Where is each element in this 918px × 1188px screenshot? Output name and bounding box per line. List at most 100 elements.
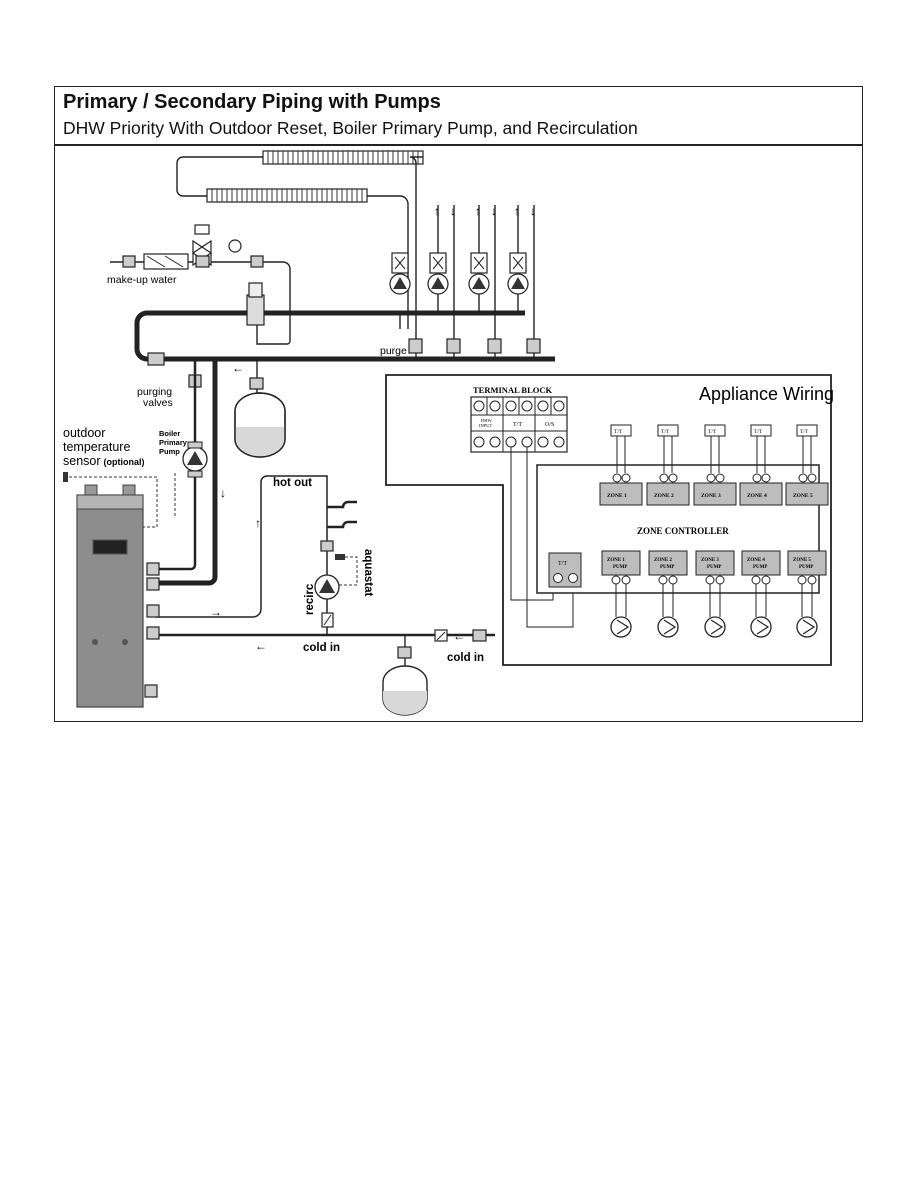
zone-controller-label: ZONE CONTROLLER bbox=[637, 526, 729, 536]
purge-valve-2 bbox=[446, 338, 461, 354]
boiler-return-pipe bbox=[155, 359, 197, 571]
boiler-unit bbox=[76, 484, 144, 708]
zone-pump-terminal-4-label-2: PUMP bbox=[753, 565, 767, 570]
zone-4-return-arrow: ↓ bbox=[530, 204, 536, 218]
boiler-screw-left bbox=[92, 639, 98, 645]
pressure-gauge bbox=[228, 239, 242, 253]
cold-in-label-left: cold in bbox=[303, 642, 340, 654]
zone-pump-terminal-1-label-1: ZONE 1 bbox=[607, 558, 625, 563]
zone-pump-2-triangle bbox=[431, 277, 445, 289]
zone-pump-4-screw-1 bbox=[751, 575, 761, 585]
thermostat-5 bbox=[796, 424, 818, 437]
zone-pump-terminal-2-label-2: PUMP bbox=[660, 565, 674, 570]
fixture-2 bbox=[327, 520, 357, 529]
zone-2-screw-2 bbox=[668, 473, 678, 483]
zone-5-screw-1 bbox=[798, 473, 808, 483]
diagram-frame: Primary / Secondary Piping with Pumps DH… bbox=[54, 86, 863, 722]
controller-tt-box bbox=[548, 552, 582, 588]
zone-4-screw-1 bbox=[752, 473, 762, 483]
outdoor-sensor bbox=[63, 472, 68, 482]
header-loop bbox=[134, 310, 148, 362]
radiator-lower-fins bbox=[211, 189, 363, 202]
controller-tt-screw-1 bbox=[553, 573, 563, 583]
zone-2-screw-1 bbox=[659, 473, 669, 483]
tb-dhw-input-label-1: DHW bbox=[481, 418, 492, 423]
zone-2-terminal bbox=[646, 482, 690, 506]
tb-tt-label: T/T bbox=[513, 422, 522, 428]
boiler-vent-left bbox=[84, 484, 98, 496]
zone-pump-4-valve-x bbox=[512, 256, 524, 270]
thermostat-3-label: T/T bbox=[708, 429, 717, 435]
zone-pump-4 bbox=[507, 252, 529, 295]
zone-pump-1 bbox=[389, 252, 411, 295]
cold-in-arrow: ← bbox=[453, 629, 465, 643]
thermostat-2-wires bbox=[663, 436, 673, 473]
thermostat-2 bbox=[657, 424, 679, 437]
backflow-symbol bbox=[146, 255, 184, 268]
zone-pump-3-screw-2 bbox=[715, 575, 725, 585]
boiler-primary-pump bbox=[182, 441, 208, 478]
radiator-upper-fins bbox=[267, 151, 419, 164]
zone-pump-2-wires bbox=[662, 584, 674, 617]
zone-2-supply-arrow: ↑ bbox=[434, 204, 440, 218]
zone-pump-2-symbol bbox=[657, 616, 679, 638]
air-vent bbox=[248, 282, 263, 298]
zone-3-label: ZONE 3 bbox=[701, 493, 721, 499]
zone-pump-5-wires bbox=[801, 584, 813, 617]
zone-pump-terminal-5 bbox=[787, 550, 827, 576]
terminal-block-title: TERMINAL BLOCK bbox=[473, 385, 552, 395]
zone-pump-terminal-1 bbox=[601, 550, 641, 576]
zone-2-return-arrow: ↓ bbox=[450, 204, 456, 218]
zone-pump-3-triangle bbox=[472, 277, 486, 289]
zone-pump-terminal-2-label-1: ZONE 2 bbox=[654, 558, 672, 563]
cold-in-shutoff bbox=[472, 629, 487, 642]
aquastat-sensor bbox=[335, 554, 345, 560]
aquastat-wire bbox=[339, 556, 358, 586]
zone-pump-5-screw-2 bbox=[807, 575, 817, 585]
zone-pump-4-symbol-arrow bbox=[756, 619, 770, 635]
boiler-down-arrow: ↓ bbox=[220, 486, 226, 500]
zone-5-screw-2 bbox=[807, 473, 817, 483]
makeup-shutoff-valve bbox=[122, 255, 136, 268]
terminal-screws-top bbox=[473, 400, 565, 412]
zone-pump-1-valve-x bbox=[394, 256, 406, 270]
recirc-pump-triangle bbox=[319, 579, 335, 593]
zone-pump-terminal-4-label-1: ZONE 4 bbox=[747, 558, 765, 563]
dhw-expansion-tank-lower bbox=[383, 691, 427, 715]
zone-pump-3 bbox=[468, 252, 490, 295]
expansion-tank-valve bbox=[249, 377, 264, 390]
zone-pump-2-symbol-arrow bbox=[663, 619, 677, 635]
controller-tt-screw-2 bbox=[568, 573, 578, 583]
boiler-cabinet bbox=[76, 494, 144, 708]
zone-pump-1-symbol-arrow bbox=[616, 619, 630, 635]
zone-5-terminal bbox=[785, 482, 829, 506]
thermostat-4-wires bbox=[756, 436, 766, 473]
zone-pump-3-wires bbox=[709, 584, 721, 617]
zone-pump-terminal-4 bbox=[741, 550, 781, 576]
purge-valve-4 bbox=[526, 338, 541, 354]
zone-4-supply-arrow: ↑ bbox=[514, 204, 520, 218]
zone-pump-4-triangle bbox=[511, 277, 525, 289]
zone-3-screw-2 bbox=[715, 473, 725, 483]
zone-pump-2 bbox=[427, 252, 449, 295]
zone-pump-terminal-3-label-1: ZONE 3 bbox=[701, 558, 719, 563]
dhw-supply-valve bbox=[146, 604, 160, 618]
outdoor-label-optional: (optional) bbox=[104, 457, 145, 467]
zone-pump-terminal-3 bbox=[695, 550, 735, 576]
boiler-vent-right bbox=[122, 484, 136, 496]
zone-pump-4-wires bbox=[755, 584, 767, 617]
zone-pump-2-screw-1 bbox=[658, 575, 668, 585]
zone-pump-3-symbol bbox=[704, 616, 726, 638]
makeup-gate-valve bbox=[250, 255, 264, 268]
zone-pump-terminal-3-label-2: PUMP bbox=[707, 565, 721, 570]
boiler-pump-label-3: Pump bbox=[159, 447, 180, 456]
thermostat-3-wires bbox=[710, 436, 720, 473]
zone-pump-4-screw-2 bbox=[761, 575, 771, 585]
zone-pump-4-symbol bbox=[750, 616, 772, 638]
recirc-valve bbox=[320, 540, 334, 552]
dhw-tank-valve bbox=[397, 646, 412, 659]
air-separator bbox=[246, 294, 265, 326]
expansion-tank-lower bbox=[235, 427, 285, 457]
purge-valve-1 bbox=[408, 338, 423, 354]
